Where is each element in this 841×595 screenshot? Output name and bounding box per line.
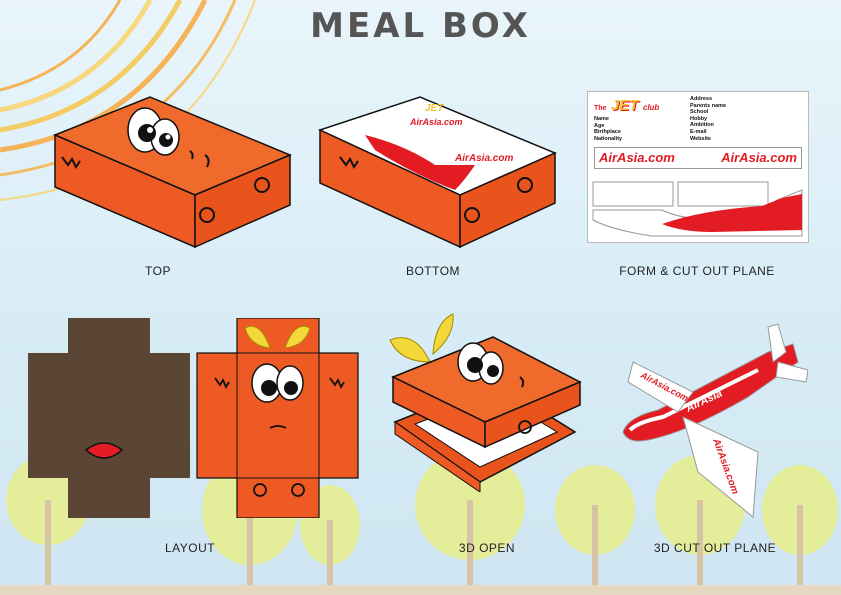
jet-club-form-card: The JET club Name Age Birthplace Nationa… [587, 91, 809, 243]
layout-net-orange [196, 318, 359, 518]
bottom-club-name: JET [425, 103, 444, 114]
bottom-brand-1: AirAsia.com [409, 117, 463, 127]
plane-3d-illustration: AirAsia.com AirAsia.com AirAsia [622, 323, 808, 518]
bottom-brand-2: AirAsia.com [454, 153, 513, 164]
eyes [127, 107, 180, 156]
jet-club-logo: The JET club [594, 97, 660, 114]
layout-net-dark [28, 318, 190, 518]
trees [0, 450, 841, 595]
page-title: MEAL BOX [310, 6, 531, 46]
bottom-box-illustration: AirAsia.com AirAsia.com JET [317, 96, 557, 249]
form-fields-right: Address Parents name School Hobby Ambiti… [690, 96, 727, 142]
top-box-illustration [53, 96, 292, 249]
antenna-icon [244, 325, 311, 349]
form-fields-left: Name Age Birthplace Nationality [594, 116, 623, 142]
form-brand-right: AirAsia.com [721, 150, 797, 165]
form-brand-left: AirAsia.com [599, 150, 675, 165]
caption-bottom: BOTTOM [405, 264, 461, 278]
caption-top: TOP [145, 264, 171, 278]
caption-3d-open: 3D OPEN [458, 541, 516, 555]
mouth-icon [84, 442, 124, 459]
form-brand-band: AirAsia.com AirAsia.com [594, 147, 802, 169]
caption-layout: LAYOUT [164, 541, 216, 555]
cut-out-plane-parts [592, 181, 803, 237]
caption-3d-plane: 3D CUT OUT PLANE [653, 541, 777, 555]
caption-form: FORM & CUT OUT PLANE [619, 264, 775, 278]
open-box-illustration [389, 313, 582, 492]
antenna-icon [389, 313, 454, 363]
